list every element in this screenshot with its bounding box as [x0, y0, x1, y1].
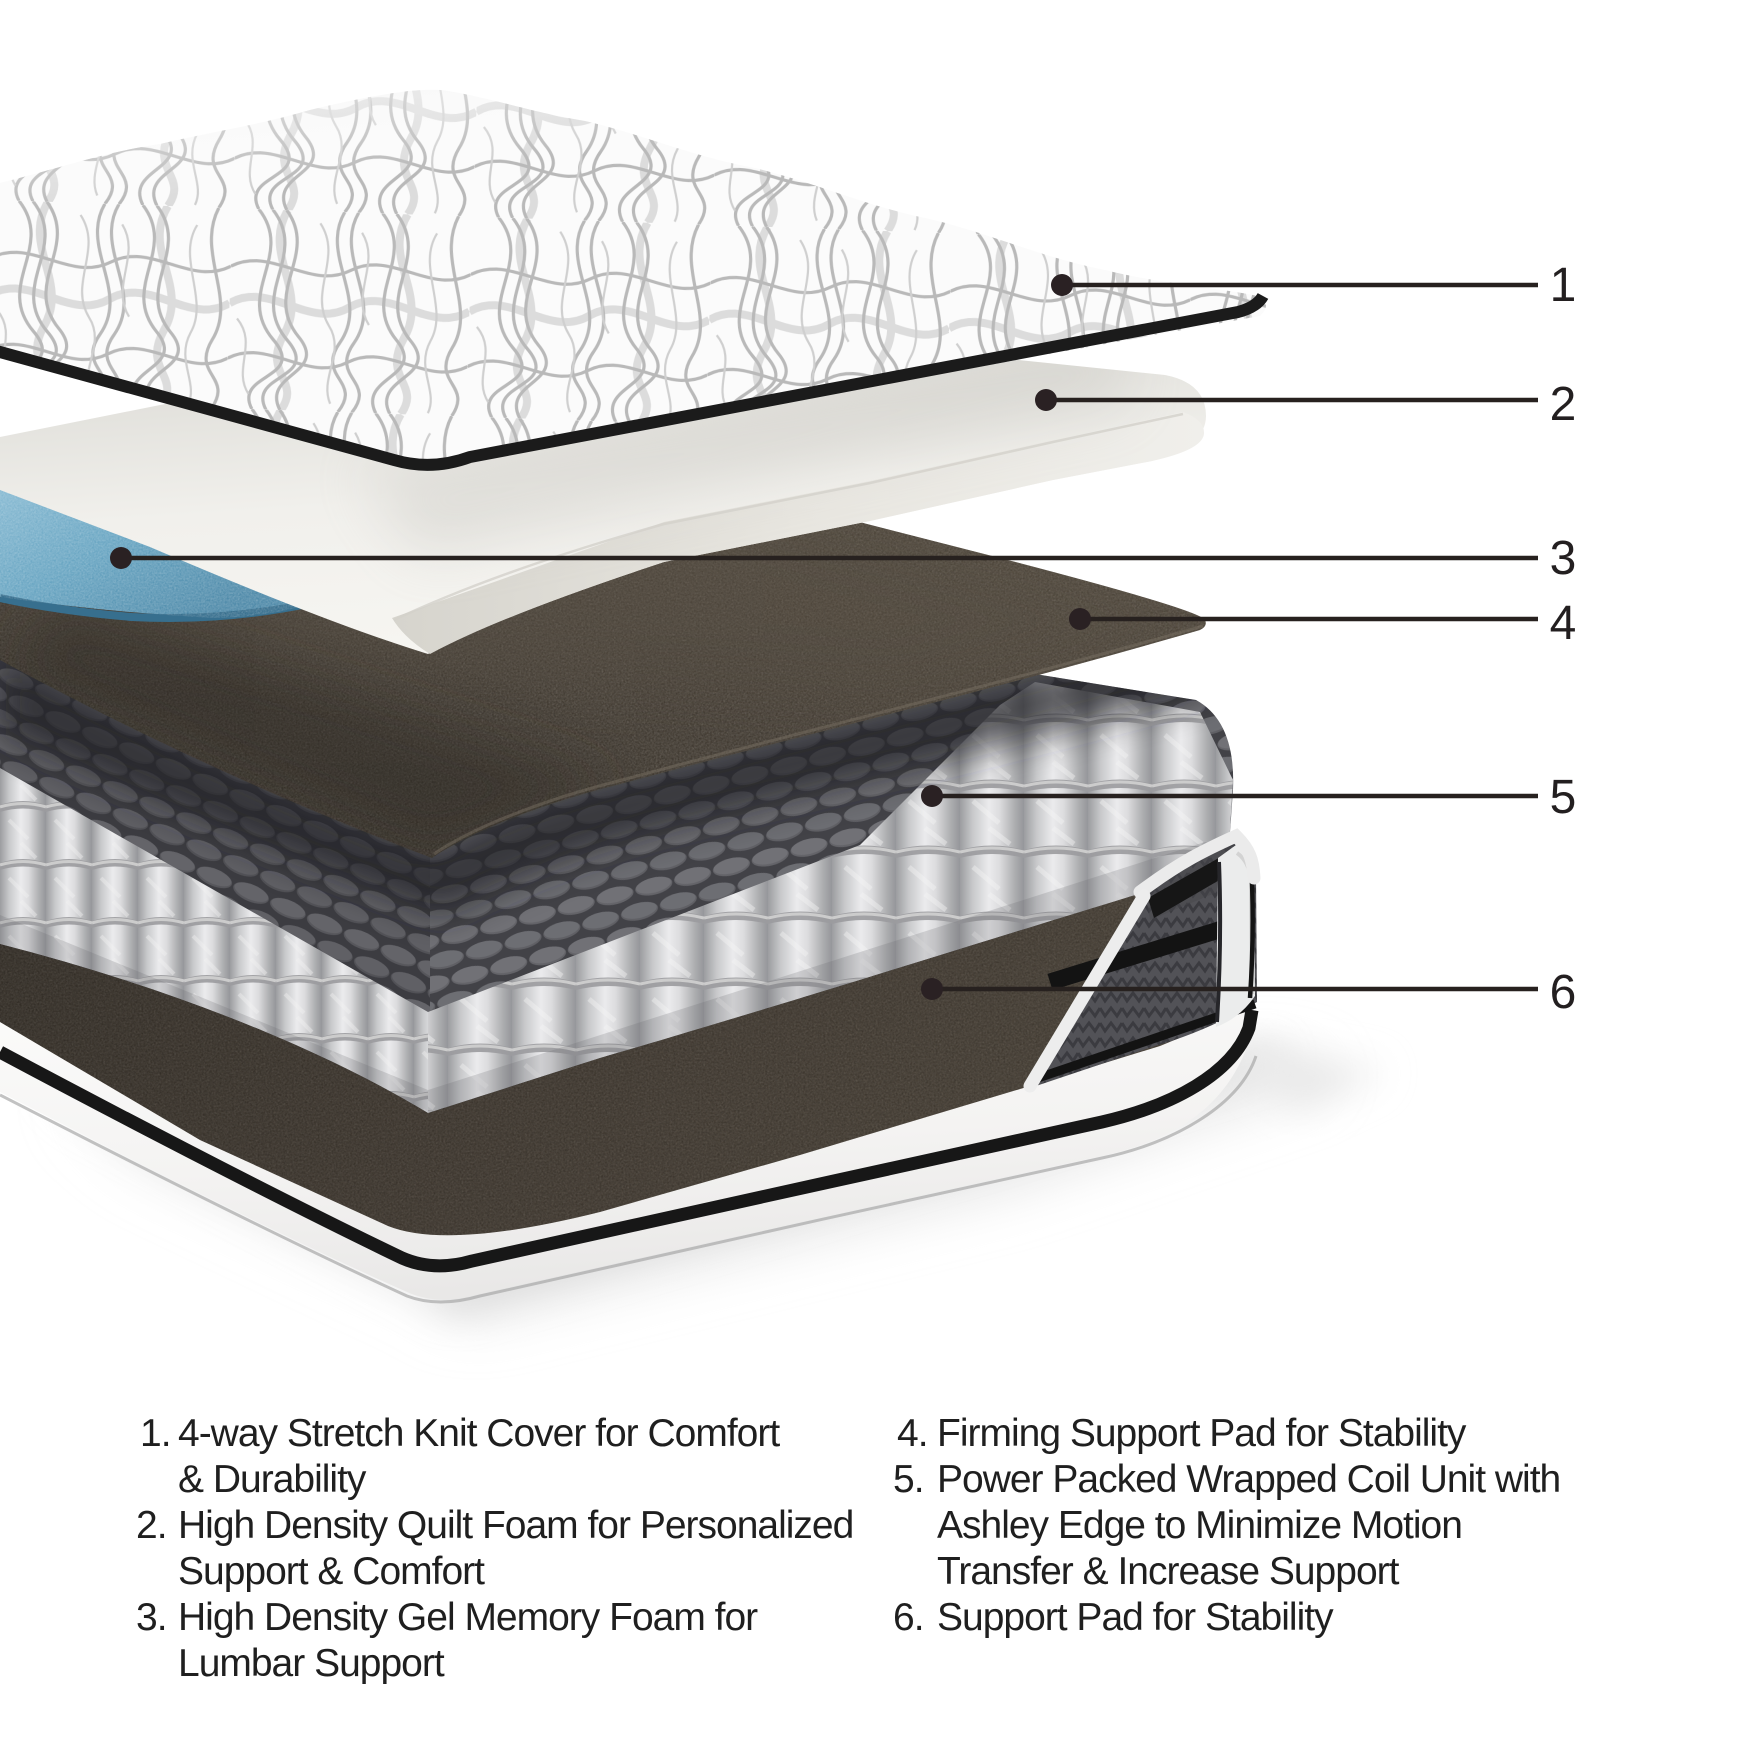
svg-text:High Density Quilt Foam for Pe: High Density Quilt Foam for Personalized	[178, 1504, 853, 1547]
svg-text:Ashley Edge to Minimize Motion: Ashley Edge to Minimize Motion	[937, 1504, 1462, 1547]
svg-text:3: 3	[1550, 532, 1577, 585]
svg-text:4.: 4.	[897, 1412, 928, 1455]
svg-text:1.: 1.	[140, 1412, 171, 1455]
svg-text:2.: 2.	[136, 1504, 167, 1547]
svg-text:4-way Stretch Knit Cover for C: 4-way Stretch Knit Cover for Comfort	[178, 1412, 780, 1455]
svg-text:Support Pad for Stability: Support Pad for Stability	[937, 1596, 1334, 1639]
svg-text:5: 5	[1550, 771, 1577, 824]
svg-text:2: 2	[1550, 378, 1577, 431]
svg-text:5.: 5.	[893, 1458, 924, 1501]
svg-text:High Density Gel Memory Foam f: High Density Gel Memory Foam for	[178, 1596, 758, 1639]
svg-text:6.: 6.	[893, 1596, 924, 1639]
svg-text:Firming Support Pad for Stabil: Firming Support Pad for Stability	[937, 1412, 1467, 1455]
svg-text:Transfer & Increase Support: Transfer & Increase Support	[937, 1550, 1400, 1593]
svg-text:3.: 3.	[136, 1596, 167, 1639]
svg-text:6: 6	[1550, 966, 1577, 1019]
svg-text:1: 1	[1550, 259, 1577, 312]
svg-text:& Durability: & Durability	[178, 1458, 367, 1501]
svg-text:Support & Comfort: Support & Comfort	[178, 1550, 485, 1593]
svg-text:Power Packed Wrapped Coil Unit: Power Packed Wrapped Coil Unit with	[937, 1458, 1560, 1501]
svg-text:Lumbar Support: Lumbar Support	[178, 1642, 445, 1685]
svg-text:4: 4	[1550, 597, 1577, 650]
